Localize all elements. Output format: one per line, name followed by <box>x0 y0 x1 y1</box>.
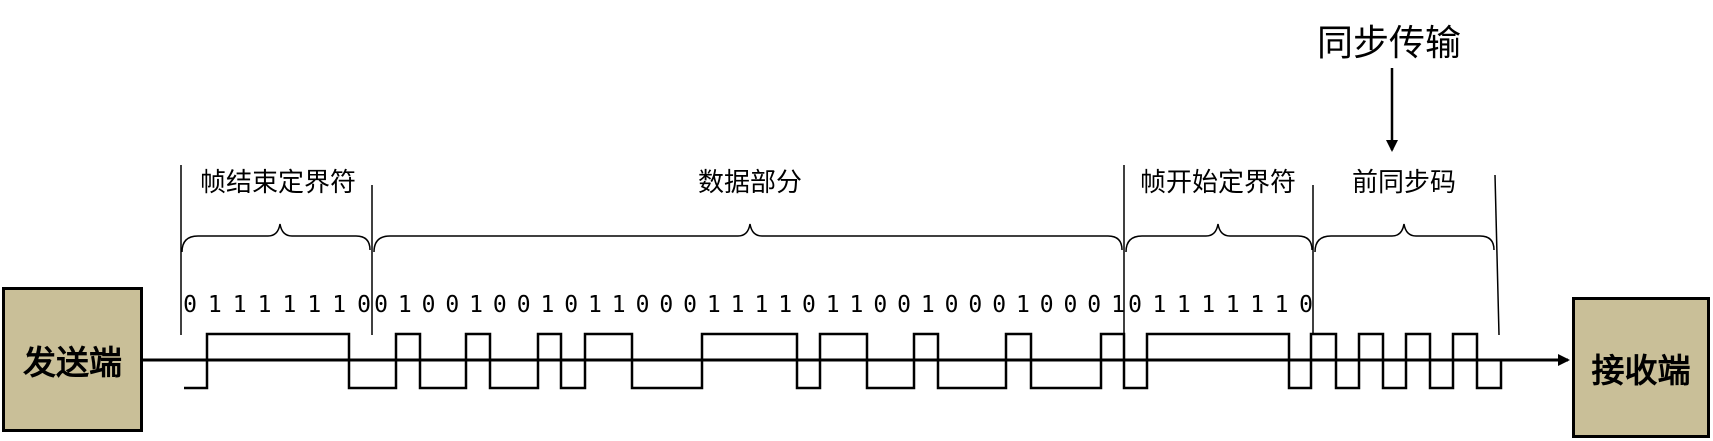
bit-digit: 1 <box>706 292 721 318</box>
bit-digit: 1 <box>1274 292 1289 318</box>
diagram-title: 同步传输 <box>1317 23 1462 64</box>
bit-digit: 0 <box>1087 292 1102 318</box>
bit-digit: 1 <box>1250 292 1265 318</box>
bit-digit: 0 <box>1039 292 1054 318</box>
bit-digit: 0 <box>492 292 507 318</box>
bit-digit: 1 <box>232 292 247 318</box>
segment-label-frame-end: 帧结束定界符 <box>199 168 357 198</box>
bit-digit: 0 <box>635 292 650 318</box>
bit-digit: 0 <box>1063 292 1078 318</box>
bit-digit: 0 <box>374 292 388 318</box>
bit-digit: 1 <box>307 292 322 318</box>
bit-digit: 0 <box>357 292 371 318</box>
delimiter-line <box>1494 174 1500 336</box>
brace-data <box>373 223 1123 253</box>
bit-digit: 1 <box>1201 292 1216 318</box>
bit-digit: 0 <box>1128 292 1142 318</box>
bit-digit: 0 <box>516 292 531 318</box>
bit-digit: 1 <box>469 292 484 318</box>
bit-digit: 0 <box>445 292 460 318</box>
bit-digit: 0 <box>944 292 959 318</box>
brace-frame-start <box>1125 223 1313 253</box>
bit-digit: 0 <box>183 292 197 318</box>
bit-digit: 1 <box>730 292 745 318</box>
brace-frame-end <box>181 223 371 253</box>
bit-digit: 1 <box>611 292 626 318</box>
receiver-box: 接收端 <box>1572 297 1710 438</box>
sender-label: 发送端 <box>23 342 122 382</box>
bit-digit: 1 <box>1176 292 1191 318</box>
segment-label-preamble: 前同步码 <box>1351 168 1457 198</box>
bit-digit: 0 <box>683 292 697 318</box>
bit-digit: 1 <box>849 292 864 318</box>
bit-digit: 1 <box>1111 292 1125 318</box>
bit-digit: 1 <box>540 292 555 318</box>
bit-digit: 0 <box>873 292 888 318</box>
bit-digit: 1 <box>397 292 412 318</box>
bit-digit: 1 <box>920 292 935 318</box>
bit-digit: 1 <box>754 292 769 318</box>
bit-digit: 1 <box>332 292 347 318</box>
bit-digit: 1 <box>1152 292 1167 318</box>
bit-digit: 1 <box>282 292 297 318</box>
bit-digit: 1 <box>1225 292 1240 318</box>
bit-digit: 0 <box>897 292 911 318</box>
bit-digit: 1 <box>778 292 793 318</box>
bit-digit: 0 <box>659 292 674 318</box>
bit-digit: 0 <box>992 292 1007 318</box>
bit-digit: 0 <box>1299 292 1313 318</box>
signal-waveform <box>184 332 1503 390</box>
bit-digit: 1 <box>588 292 602 318</box>
brace-preamble <box>1314 223 1495 253</box>
bit-digit: 0 <box>421 292 436 318</box>
receiver-label: 接收端 <box>1591 350 1691 390</box>
bit-digit: 0 <box>968 292 983 318</box>
sender-box: 发送端 <box>2 287 143 432</box>
bit-digit: 1 <box>1015 292 1030 318</box>
bit-digit: 0 <box>564 292 579 318</box>
bit-digit: 0 <box>801 292 816 318</box>
bit-digit: 1 <box>207 292 222 318</box>
bit-digit: 1 <box>257 292 272 318</box>
segment-label-data: 数据部分 <box>697 168 803 198</box>
segment-label-frame-start: 帧开始定界符 <box>1139 168 1297 198</box>
bit-digit: 1 <box>825 292 840 318</box>
